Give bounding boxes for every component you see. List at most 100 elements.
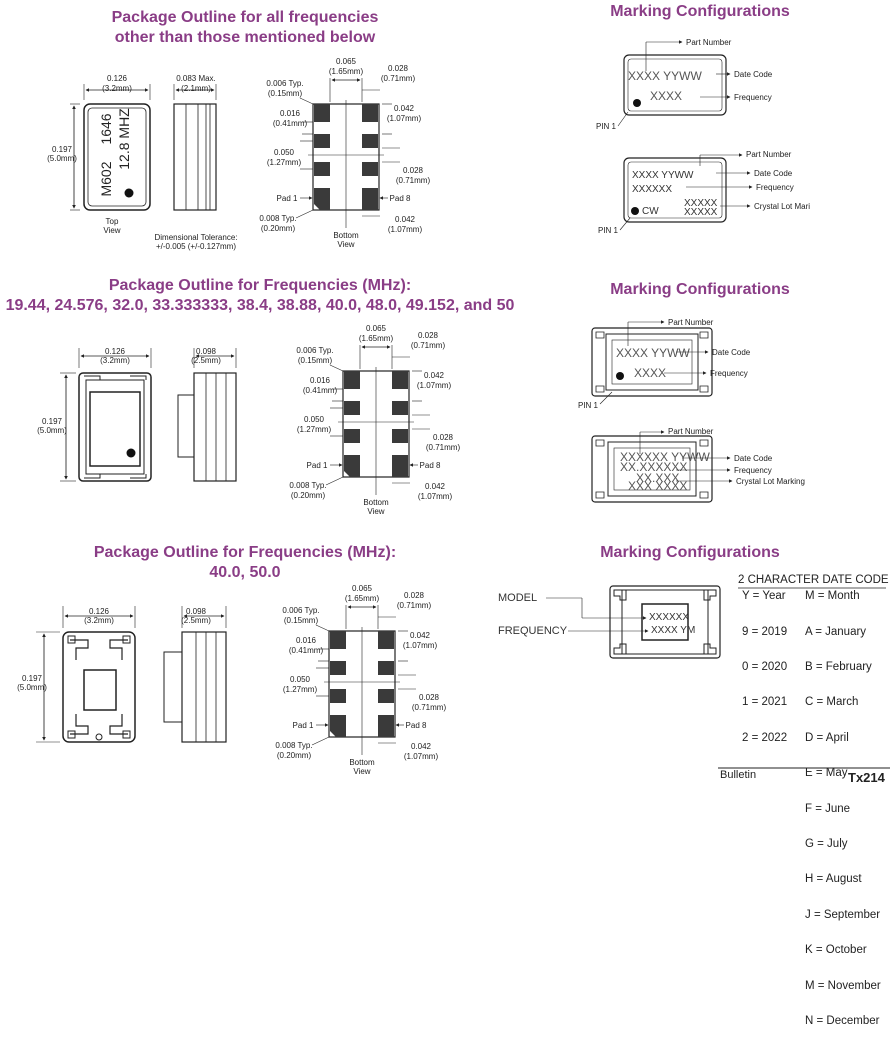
date-code-heading: 2 CHARACTER DATE CODE [738, 574, 889, 586]
s1-thick-mm: (2.1mm) [181, 84, 211, 93]
m1-frequency: Frequency [734, 93, 772, 102]
dim-050: 0.050 [290, 675, 311, 684]
dim-006-mm: (0.15mm) [298, 356, 333, 365]
dim-042b: 0.042 [395, 215, 416, 224]
year-item: 0 = 2020 [742, 660, 788, 673]
m1-line1: XXXX YYWW [628, 69, 702, 83]
dim-042b-mm: (1.07mm) [418, 492, 453, 501]
s1-top-view-label-2: View [103, 226, 120, 235]
m2-part-number: Part Number [746, 150, 792, 159]
month-item: N = December [805, 1014, 880, 1027]
section1-title-line2: other than those mentioned below [114, 29, 376, 46]
dim-006-mm: (0.15mm) [284, 616, 319, 625]
m2-date-code: Date Code [754, 169, 793, 178]
year-list: 9 = 2019 0 = 2020 1 = 2021 2 = 2022 [742, 603, 787, 756]
dim-050-mm: (1.27mm) [267, 158, 302, 167]
m2-crystal-lot: Crystal Lot Mari [754, 202, 810, 211]
dim-028: 0.028 [418, 331, 439, 340]
s2-height-mm: (5.0mm) [37, 426, 67, 435]
s1-top-view: 0.126 (3.2mm) 0.197 (5.0mm) M602 1646 12… [47, 74, 151, 235]
dim-065-mm: (1.65mm) [359, 334, 394, 343]
m2-lot2: XXXXX [684, 207, 718, 218]
s2-width-in: 0.126 [105, 347, 126, 356]
dim-028b-mm: (0.71mm) [426, 443, 461, 452]
s3-width-mm: (3.2mm) [84, 616, 114, 625]
dim-006: 0.006 Typ. [266, 79, 303, 88]
s1-height-mm: (5.0mm) [47, 154, 77, 163]
s3-thick-mm: (2.5mm) [181, 616, 211, 625]
s3-thick-in: 0.098 [186, 607, 207, 616]
s1-thick-in: 0.083 Max. [176, 74, 216, 83]
dim-006-mm: (0.15mm) [268, 89, 303, 98]
dim-008-mm: (0.20mm) [277, 751, 312, 760]
m3-pin1: PIN 1 [578, 401, 599, 410]
dim-028: 0.028 [404, 591, 425, 600]
s1-width-mm: (3.2mm) [102, 84, 132, 93]
month-item: E = May [805, 767, 848, 780]
dim-042b-mm: (1.07mm) [404, 752, 439, 761]
pin1-dot [124, 188, 134, 198]
footer-code: Tx214 [848, 770, 885, 785]
date-code-year-head: Y = Year [742, 590, 786, 602]
dim-065: 0.065 [336, 57, 357, 66]
bottom-view-label-2: View [367, 507, 384, 516]
month-list: A = January B = February C = March D = A… [805, 603, 881, 1039]
m2-pin1: PIN 1 [598, 226, 619, 235]
section1-title: Package Outline for all frequencies othe… [70, 8, 420, 48]
bottom-view-label-2: View [353, 767, 370, 776]
bottom-view-label-1: Bottom [363, 498, 389, 507]
bottom-view-label-1: Bottom [333, 231, 359, 240]
m3-line2: XXXX [634, 366, 666, 380]
tolerance-label-1: Dimensional Tolerance: [154, 233, 237, 242]
s2-thick-mm: (2.5mm) [191, 356, 221, 365]
marking-title-3: Marking Configurations [600, 544, 780, 561]
dim-028-mm: (0.71mm) [381, 74, 416, 83]
section3-title-line2: 40.0, 50.0 [209, 564, 281, 581]
s3-bottom-view: 0.065 (1.65mm) 0.028 (0.71mm) 0.006 Typ.… [275, 584, 446, 776]
section1-title-line1: Package Outline for all frequencies [111, 9, 379, 26]
chip-marking-3: 12.8 MHZ [116, 108, 132, 170]
dim-050: 0.050 [274, 148, 295, 157]
dim-008-mm: (0.20mm) [261, 224, 296, 233]
dim-042-mm: (1.07mm) [417, 381, 452, 390]
dim-042: 0.042 [394, 104, 415, 113]
pad8-label: Pad 8 [420, 461, 441, 470]
pad1-label: Pad 1 [293, 721, 314, 730]
section3-title: Package Outline for Frequencies (MHz): 4… [80, 543, 410, 583]
m2-line2: XXXXXX [632, 184, 672, 195]
dim-016: 0.016 [280, 109, 301, 118]
m2-frequency: Frequency [756, 183, 794, 192]
section2-title-line1: Package Outline for Frequencies (MHz): [108, 277, 412, 294]
dim-008: 0.008 Typ. [259, 214, 296, 223]
pad1-label: Pad 1 [277, 194, 298, 203]
month-item: J = September [805, 908, 881, 921]
marking-title-1: Marking Configurations [610, 3, 790, 20]
month-item: K = October [805, 944, 867, 957]
m1-line2: XXXX [650, 89, 682, 103]
month-item: M = November [805, 979, 881, 992]
s1-width-in: 0.126 [107, 74, 128, 83]
dim-042-mm: (1.07mm) [387, 114, 422, 123]
dim-042b-mm: (1.07mm) [388, 225, 423, 234]
month-item: G = July [805, 837, 848, 850]
m4-line3: XX.XXX [636, 471, 679, 485]
dim-050: 0.050 [304, 415, 325, 424]
m1-date-code: Date Code [734, 70, 773, 79]
month-item: H = August [805, 873, 862, 886]
chip-marking-2: 1646 [98, 113, 114, 144]
tolerance-label-2: +/-0.005 (+/-0.127mm) [156, 242, 236, 251]
m3-date-code: Date Code [712, 348, 751, 357]
dim-016: 0.016 [296, 636, 317, 645]
dim-028b: 0.028 [419, 693, 440, 702]
dim-028: 0.028 [388, 64, 409, 73]
m4-line1: XXXXXX YYWW [620, 450, 710, 464]
m2-cw: CW [642, 206, 659, 217]
dim-008: 0.008 Typ. [289, 481, 326, 490]
marking-title-2: Marking Configurations [610, 281, 790, 298]
pad1-label: Pad 1 [307, 461, 328, 470]
dim-065: 0.065 [366, 324, 387, 333]
month-item: F = June [805, 802, 851, 815]
marking-4: XXXXXX YYWW XX.XXXXXX XX.XXX XXX XXXX Pa… [591, 427, 805, 503]
dim-006: 0.006 Typ. [282, 606, 319, 615]
bottom-view-label-2: View [337, 240, 354, 249]
